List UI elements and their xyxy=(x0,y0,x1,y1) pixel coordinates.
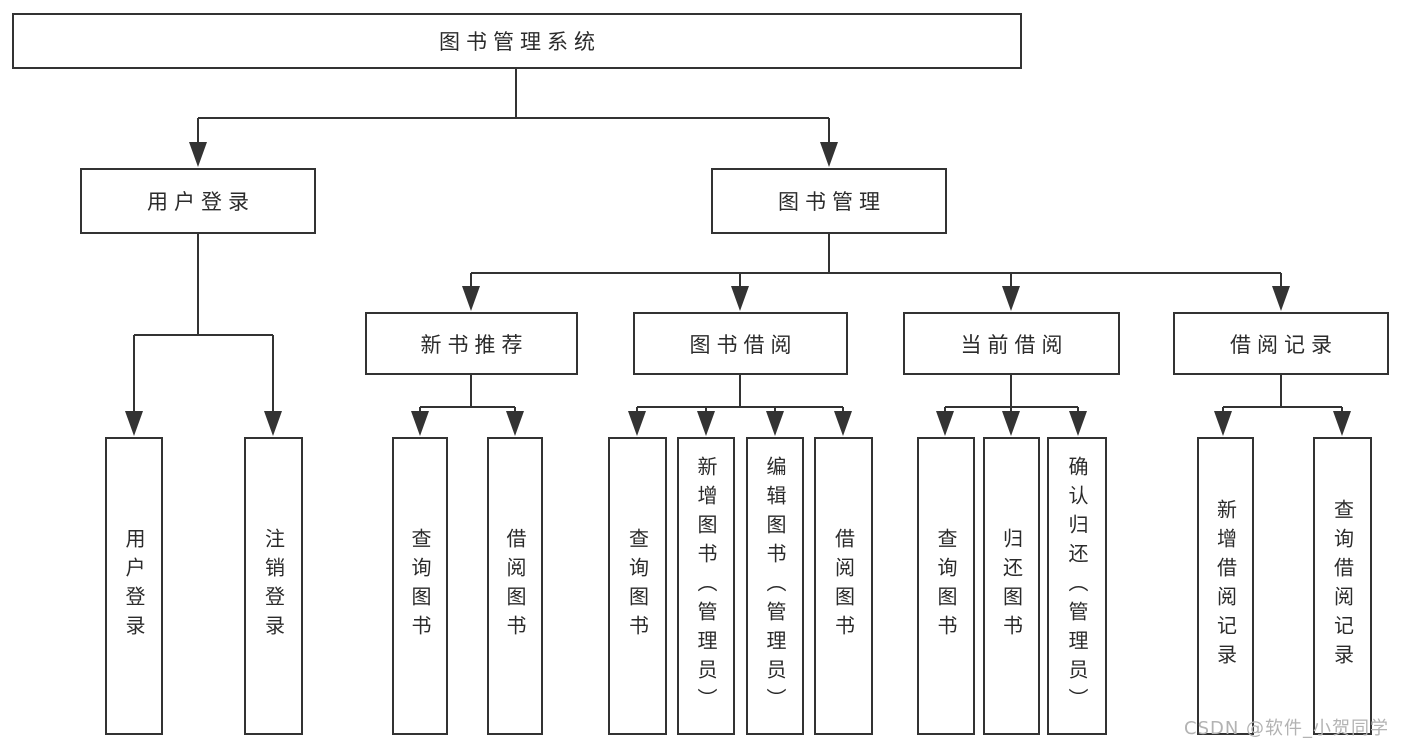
node-borrow-records: 借阅记录 xyxy=(1173,312,1389,375)
node-book-borrow: 图书借阅 xyxy=(633,312,848,375)
leaf-confirm-return-admin: 确认归还（管理员） xyxy=(1047,437,1107,735)
leaf-recommend-query-book: 查询图书 xyxy=(392,437,448,735)
leaf-add-book-admin: 新增图书（管理员） xyxy=(677,437,735,735)
leaf-borrow-book: 借阅图书 xyxy=(814,437,873,735)
leaf-recommend-borrow-book: 借阅图书 xyxy=(487,437,543,735)
node-new-book-recommend: 新书推荐 xyxy=(365,312,578,375)
node-root: 图书管理系统 xyxy=(12,13,1022,69)
leaf-borrow-query-book: 查询图书 xyxy=(608,437,667,735)
leaf-logout: 注销登录 xyxy=(244,437,303,735)
leaf-add-borrow-record: 新增借阅记录 xyxy=(1197,437,1254,735)
node-book-management: 图书管理 xyxy=(711,168,947,234)
leaf-return-book: 归还图书 xyxy=(983,437,1040,735)
node-user-login: 用户登录 xyxy=(80,168,316,234)
leaf-current-query-book: 查询图书 xyxy=(917,437,975,735)
leaf-query-borrow-record: 查询借阅记录 xyxy=(1313,437,1372,735)
leaf-user-login: 用户登录 xyxy=(105,437,163,735)
csdn-watermark: CSDN @软件_小贺同学 xyxy=(1184,718,1390,739)
node-current-borrow: 当前借阅 xyxy=(903,312,1120,375)
leaf-edit-book-admin: 编辑图书（管理员） xyxy=(746,437,804,735)
